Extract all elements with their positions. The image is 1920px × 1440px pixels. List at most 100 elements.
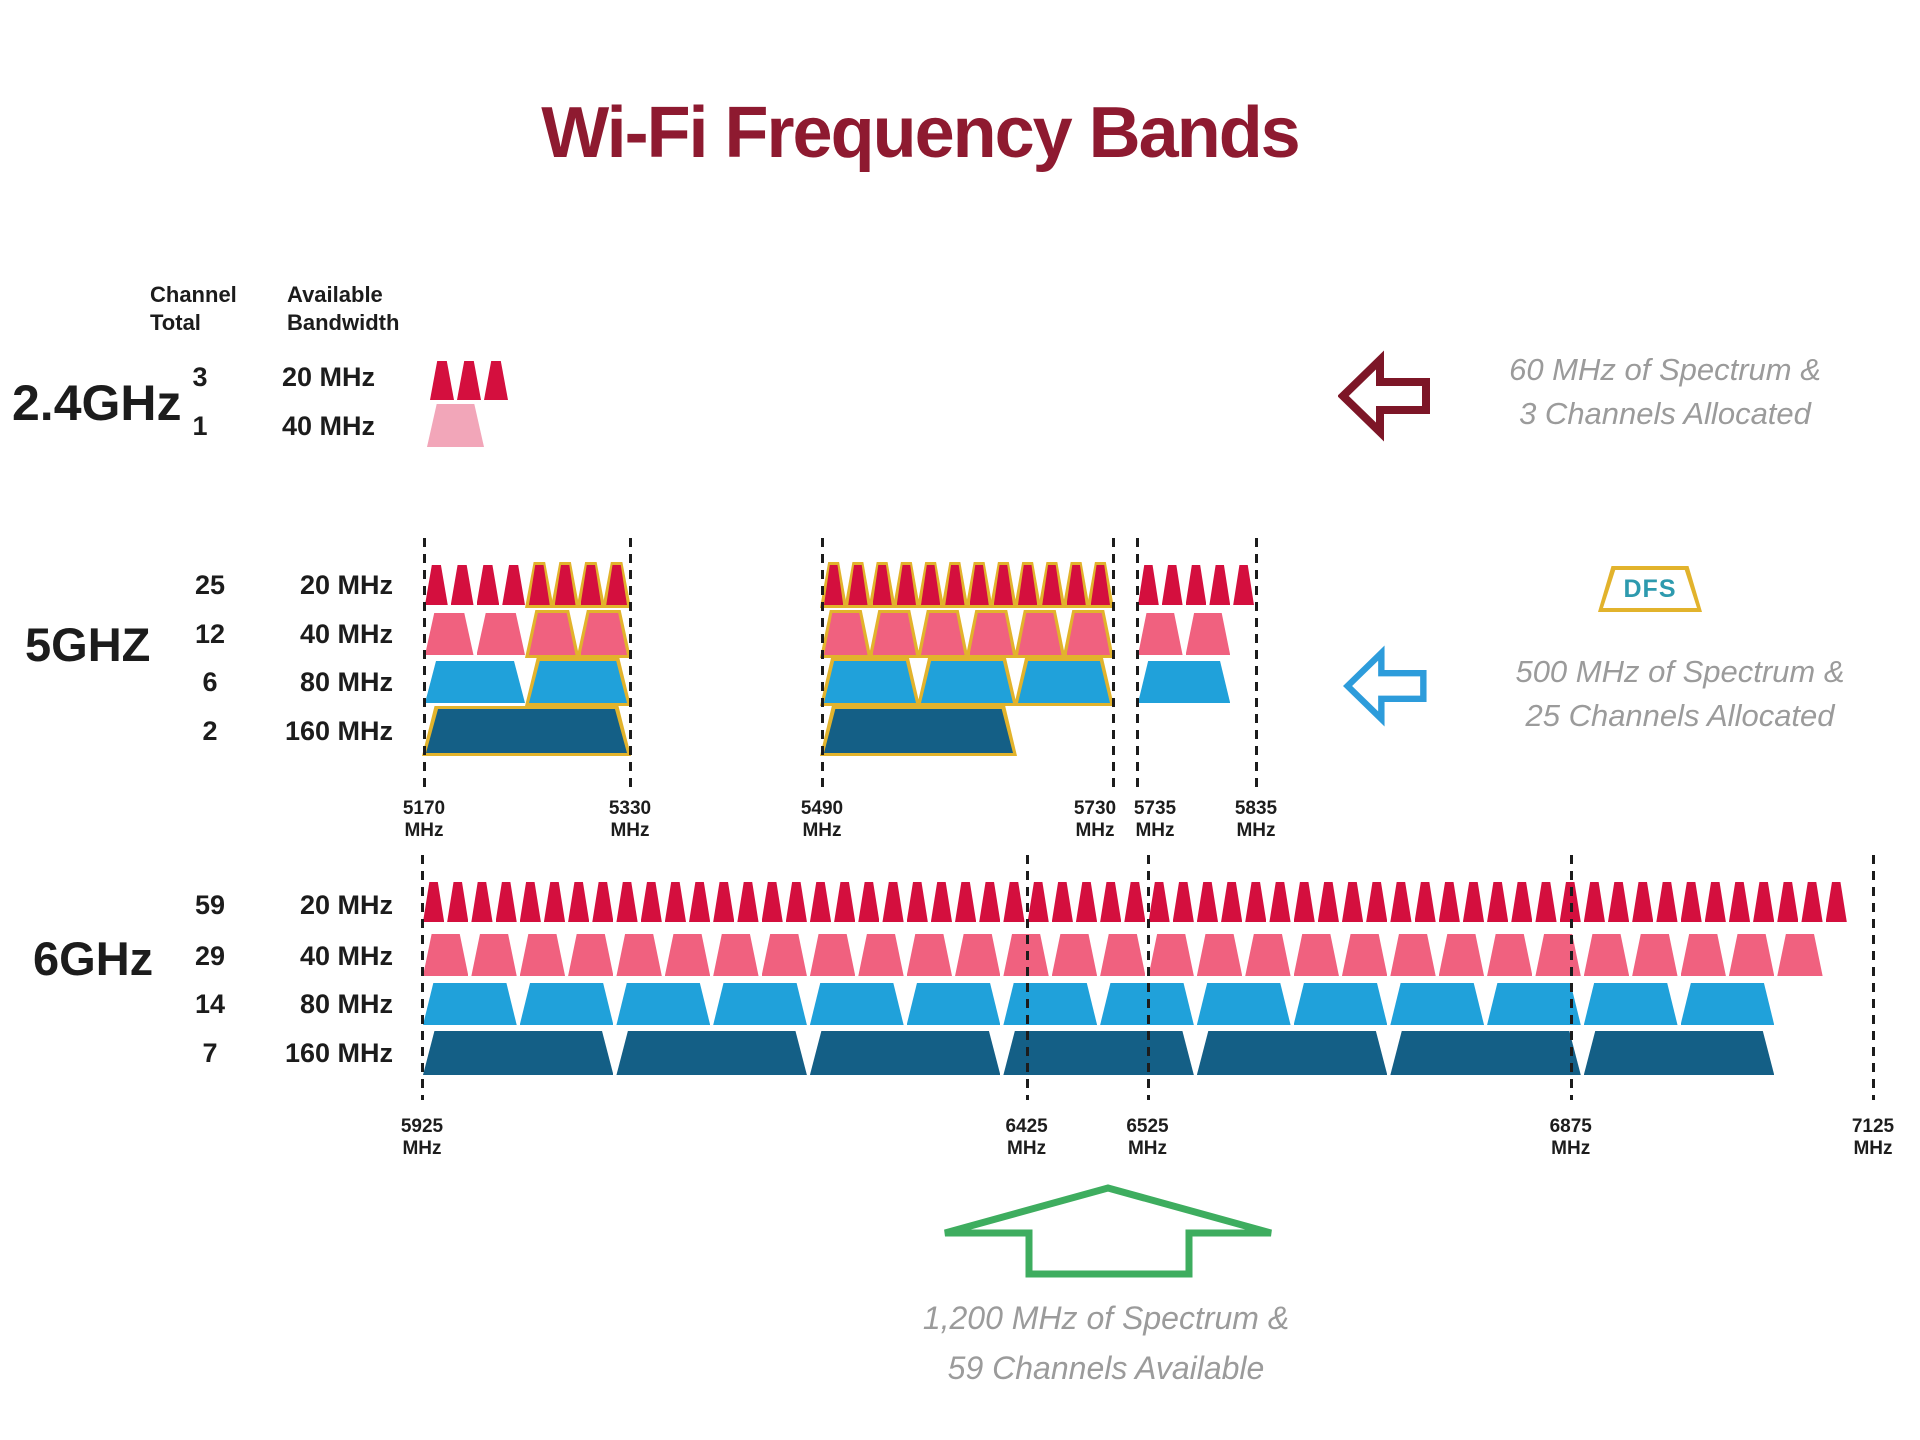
channel-40mhz bbox=[423, 934, 469, 976]
frequency-tick-label: 5490 MHz bbox=[800, 798, 844, 841]
channel-total-value: 6 bbox=[202, 667, 218, 697]
channel-20mhz bbox=[664, 882, 686, 922]
channel-20mhz bbox=[689, 882, 711, 922]
channel-20mhz bbox=[1051, 882, 1073, 922]
bandwidth-label: 80 MHz bbox=[299, 667, 393, 697]
bandwidth-label: 40 MHz bbox=[299, 941, 393, 971]
channel-20mhz-dfs bbox=[1014, 562, 1042, 608]
channel-20mhz bbox=[979, 882, 1001, 922]
channel-20mhz bbox=[713, 882, 735, 922]
up-arrow-icon bbox=[944, 1184, 1272, 1278]
channel-40mhz bbox=[471, 934, 517, 976]
channel-20mhz bbox=[1027, 882, 1049, 922]
channel-40mhz bbox=[519, 934, 566, 976]
bandwidth-label: 20 MHz bbox=[299, 570, 393, 600]
channel-40mhz bbox=[955, 934, 1001, 976]
channel-20mhz bbox=[761, 882, 783, 922]
channel-40mhz bbox=[1293, 934, 1339, 976]
channel-160mhz-dfs bbox=[422, 706, 631, 756]
channel-40mhz bbox=[809, 934, 856, 976]
channel-40mhz bbox=[568, 934, 614, 976]
frequency-tick-label: 5925 MHz bbox=[400, 1116, 444, 1159]
channel-20mhz bbox=[568, 882, 590, 922]
channel-20mhz bbox=[616, 882, 638, 922]
channel-fill bbox=[921, 613, 965, 655]
channel-80mhz bbox=[713, 983, 807, 1025]
channel-160mhz-dfs bbox=[820, 706, 1017, 756]
channel-40mhz bbox=[906, 934, 953, 976]
channel-20mhz-dfs bbox=[820, 562, 848, 608]
channel-20mhz bbox=[1003, 882, 1025, 922]
left-arrow-icon bbox=[1338, 350, 1430, 442]
channel-20mhz bbox=[1583, 882, 1605, 922]
channel-fill bbox=[1090, 565, 1110, 605]
channel-80mhz bbox=[425, 661, 525, 703]
frequency-tick-label: 5330 MHz bbox=[608, 798, 652, 841]
frequency-tick-label: 5170 MHz bbox=[402, 798, 446, 841]
channel-20mhz bbox=[737, 882, 759, 922]
channel-40mhz bbox=[1051, 934, 1098, 976]
channel-fill bbox=[554, 565, 576, 605]
channel-20mhz bbox=[1511, 882, 1533, 922]
channel-20mhz bbox=[1075, 882, 1098, 922]
channel-20mhz bbox=[640, 882, 662, 922]
channel-fill bbox=[993, 565, 1013, 605]
channel-fill bbox=[824, 613, 868, 655]
channel-20mhz bbox=[471, 882, 493, 922]
channel-fill bbox=[1018, 613, 1062, 655]
frequency-tick-label: 7125 MHz bbox=[1851, 1116, 1895, 1159]
channel-20mhz bbox=[1221, 882, 1243, 922]
channel-20mhz bbox=[1148, 882, 1170, 922]
channel-20mhz-dfs bbox=[1038, 562, 1066, 608]
channel-20mhz-dfs bbox=[989, 562, 1017, 608]
channel-20mhz-dfs bbox=[868, 562, 896, 608]
channel-20mhz bbox=[425, 565, 448, 605]
channel-20mhz bbox=[1487, 882, 1509, 922]
channel-total-value: 12 bbox=[194, 619, 226, 649]
frequency-boundary-line bbox=[1146, 855, 1150, 1100]
channel-40mhz-dfs bbox=[576, 610, 631, 658]
channel-total-value: 14 bbox=[194, 989, 226, 1019]
channel-40mhz bbox=[1632, 934, 1678, 976]
channel-160mhz bbox=[1390, 1031, 1581, 1075]
channel-40mhz bbox=[476, 613, 525, 655]
channel-20mhz bbox=[1245, 882, 1267, 922]
channel-80mhz bbox=[1196, 983, 1291, 1025]
channel-20mhz bbox=[592, 882, 614, 922]
channel-20mhz bbox=[423, 882, 445, 922]
channel-20mhz bbox=[1414, 882, 1436, 922]
channel-20mhz bbox=[1438, 882, 1460, 922]
channel-80mhz bbox=[1138, 661, 1231, 703]
page-title: Wi-Fi Frequency Bands bbox=[541, 93, 1300, 173]
channel-80mhz bbox=[1680, 983, 1775, 1025]
channel-20mhz bbox=[1535, 882, 1557, 922]
channel-20mhz bbox=[1704, 882, 1726, 922]
bandwidth-label: 160 MHz bbox=[284, 716, 393, 746]
channel-20mhz bbox=[834, 882, 856, 922]
channel-80mhz-dfs bbox=[820, 658, 920, 706]
channel-40mhz-dfs bbox=[917, 610, 969, 658]
frequency-boundary-line bbox=[1136, 538, 1139, 788]
frequency-tick-label: 6875 MHz bbox=[1549, 1116, 1592, 1159]
channel-80mhz bbox=[519, 983, 614, 1025]
channel-total-value: 59 bbox=[194, 890, 226, 920]
channel-40mhz bbox=[1148, 934, 1194, 976]
frequency-tick-label: 6425 MHz bbox=[1005, 1116, 1048, 1159]
channel-80mhz bbox=[1487, 983, 1581, 1025]
channel-160mhz bbox=[1583, 1031, 1775, 1075]
channel-20mhz bbox=[1269, 882, 1291, 922]
channel-20mhz bbox=[495, 882, 517, 922]
channel-20mhz bbox=[1138, 565, 1159, 605]
channel-fill bbox=[824, 565, 844, 605]
channel-40mhz bbox=[1245, 934, 1291, 976]
channel-80mhz bbox=[1293, 983, 1388, 1025]
channel-40mhz-dfs bbox=[525, 610, 580, 658]
frequency-tick-label: 6525 MHz bbox=[1126, 1116, 1169, 1159]
channel-20mhz-dfs bbox=[892, 562, 920, 608]
channel-total-value: 7 bbox=[202, 1038, 218, 1068]
channel-80mhz bbox=[1003, 983, 1098, 1025]
band-label-6ghz: 6GHz bbox=[33, 932, 154, 985]
bandwidth-label: 40 MHz bbox=[299, 619, 393, 649]
dfs-legend: DFS bbox=[1598, 566, 1702, 612]
channel-160mhz bbox=[1003, 1031, 1194, 1075]
